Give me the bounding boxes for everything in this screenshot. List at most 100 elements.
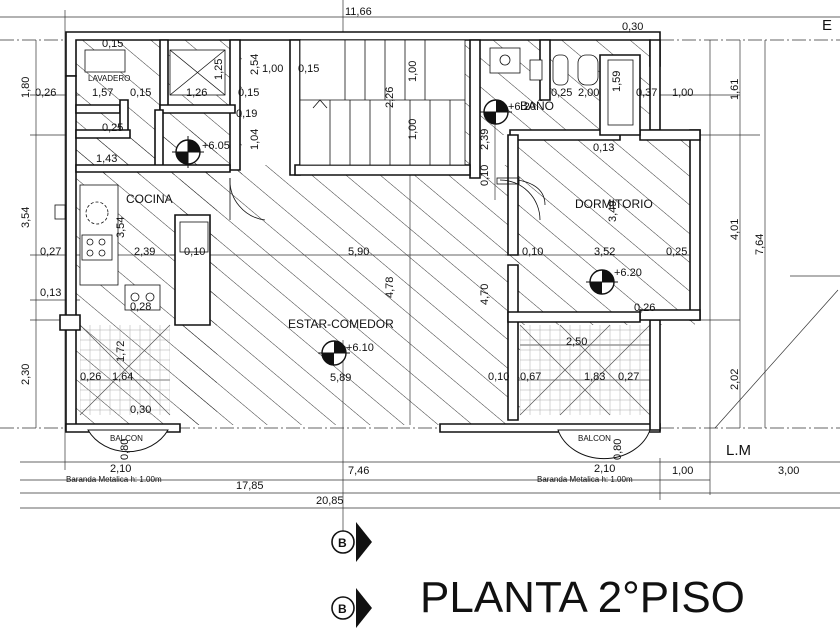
section-marker-label-lower: B: [338, 602, 347, 616]
room-label-cocina: COCINA: [126, 192, 173, 206]
dimension-labels: 11,66 0,30 17,85 20,85 7,46 1,00 3,00 2,…: [20, 6, 799, 507]
level-label-cocina: +6.05: [202, 140, 230, 152]
dim-label: 1,00: [672, 465, 693, 477]
room-label-balcon-right: BALCON: [578, 434, 611, 443]
dim-label: 0,10: [479, 165, 491, 186]
dim-label: 1,80: [20, 77, 32, 98]
drawing-title: PLANTA 2°PISO: [420, 573, 745, 622]
dim-label: 0,26: [80, 371, 101, 383]
dim-label: 2,10: [110, 463, 131, 475]
line-marker-label: L.M: [726, 442, 751, 459]
dim-label: 1,57: [92, 87, 113, 99]
dim-label: 0,27: [40, 246, 61, 258]
dim-label: 0,25: [666, 246, 687, 258]
dim-label: 20,85: [316, 495, 344, 507]
level-labels: +6.05 +6.20 +6.20 +6.10: [202, 101, 642, 354]
dim-label: 0,28: [130, 301, 151, 313]
dim-label: 0,15: [238, 87, 259, 99]
dim-label: 0,10: [184, 246, 205, 258]
room-label-lavadero: LAVADERO: [88, 74, 130, 83]
dim-label: 0,26: [634, 302, 655, 314]
doors: [229, 177, 546, 221]
dim-label: 2,39: [134, 246, 155, 258]
dim-label: 1,25: [213, 59, 225, 80]
level-label-bano: +6.20: [508, 101, 536, 113]
bath-fixtures: [84, 47, 634, 126]
dim-label: 0,67: [520, 371, 541, 383]
dim-label: 1,00: [407, 119, 419, 140]
walls: [59, 31, 701, 433]
dim-label: 0,13: [40, 287, 61, 299]
room-labels: LAVADERO COCINA BAÑO DORMITORIO ESTAR-CO…: [88, 74, 653, 443]
annotations: Baranda Metalica h: 1.00m Baranda Metali…: [66, 17, 832, 622]
dim-label: 0,80: [612, 439, 624, 460]
dim-label: 0,10: [522, 246, 543, 258]
dim-label: 3,00: [778, 465, 799, 477]
section-marker-label-upper: B: [338, 536, 347, 550]
dim-label: 5,90: [348, 246, 369, 258]
dim-label: 7,46: [348, 465, 369, 477]
level-marker-dormitorio: [586, 269, 618, 295]
dim-label: 0,15: [298, 63, 319, 75]
railing-note-right: Baranda Metalica h: 1.00m: [537, 475, 633, 484]
edge-label: E: [822, 17, 832, 34]
dim-label: 2,02: [729, 369, 741, 390]
dim-label: 3,49: [607, 201, 619, 222]
dim-label: 2,30: [20, 364, 32, 385]
dim-label: 1,64: [112, 371, 133, 383]
room-label-dormitorio: DORMITORIO: [575, 197, 653, 211]
room-label-balcon-left: BALCON: [110, 434, 143, 443]
dim-label: 0,19: [236, 108, 257, 120]
room-label-bano: BAÑO: [520, 99, 554, 113]
staircase: [299, 39, 466, 166]
balcony-arcs: [87, 429, 651, 460]
level-markers: [172, 99, 618, 366]
dim-label: 5,89: [330, 372, 351, 384]
dim-label: 1,59: [611, 71, 623, 92]
dim-label: 0,30: [130, 404, 151, 416]
dim-label: 2,00: [578, 87, 599, 99]
dim-label: 1,00: [262, 63, 283, 75]
dim-label: 0,80: [119, 439, 131, 460]
balcony-areas: [79, 324, 651, 416]
level-label-dormitorio: +6.20: [614, 267, 642, 279]
dim-label: 4,70: [479, 284, 491, 305]
kitchen-fixtures: [54, 184, 209, 311]
dim-label: 2,10: [594, 463, 615, 475]
dim-label: 1,00: [672, 87, 693, 99]
dim-label: 2,39: [479, 129, 491, 150]
dim-label: 1,43: [96, 153, 117, 165]
dim-label: 3,54: [20, 207, 32, 228]
room-label-estar-comedor: ESTAR-COMEDOR: [288, 317, 394, 331]
dim-label: 0,26: [35, 87, 56, 99]
dim-label: 3,52: [594, 246, 615, 258]
dim-label: 7,64: [754, 234, 766, 255]
railing-note-left: Baranda Metalica h: 1.00m: [66, 475, 162, 484]
dim-label: 0,27: [618, 371, 639, 383]
dim-label: 1,72: [115, 341, 127, 362]
dim-label: 4,78: [384, 277, 396, 298]
dim-label: 1,04: [249, 129, 261, 150]
level-marker-cocina: [172, 136, 204, 168]
dim-label: 4,01: [729, 219, 741, 240]
dim-label: 17,85: [236, 480, 264, 492]
dim-label: 0,25: [551, 87, 572, 99]
level-label-estar: +6.10: [346, 342, 374, 354]
level-marker-estar: [318, 340, 350, 366]
dim-label: 0,15: [130, 87, 151, 99]
section-marker-upper: [331, 522, 372, 562]
dim-label: 1,26: [186, 87, 207, 99]
dim-label: 1,83: [584, 371, 605, 383]
dim-label: 1,00: [407, 61, 419, 82]
section-markers: [331, 522, 372, 628]
dim-label: 1,61: [729, 79, 741, 100]
dim-label: 0,10: [488, 371, 509, 383]
dim-label: 0,15: [102, 38, 123, 50]
dim-label: 3,54: [115, 217, 127, 238]
dim-label: 0,13: [593, 142, 614, 154]
dim-label: 2,54: [249, 54, 261, 75]
dim-label: 2,26: [384, 87, 396, 108]
dim-label: 0,25: [102, 122, 123, 134]
dim-label: 0,37: [636, 87, 657, 99]
